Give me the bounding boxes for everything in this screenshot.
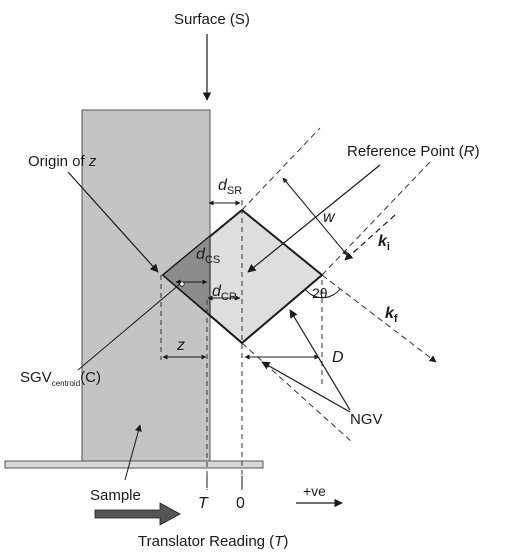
dsr-label: dSR xyxy=(218,177,242,197)
two-theta-label: 2θ xyxy=(312,285,328,301)
sample-motion-arrow xyxy=(94,502,181,526)
kf-label: kf xyxy=(385,305,398,325)
incident-beam-upper xyxy=(241,127,321,211)
zero-label: 0 xyxy=(236,495,245,512)
two-theta-arc xyxy=(304,288,341,299)
ngv-arrow-1 xyxy=(289,309,351,411)
reference-point-arrow xyxy=(247,164,381,273)
incident-beam-lower xyxy=(321,161,431,276)
ki-arrow xyxy=(344,214,396,261)
ngv-label: NGV xyxy=(350,411,383,428)
d-label: D xyxy=(332,349,344,366)
sample-stage-base xyxy=(4,460,264,469)
diffracted-beam xyxy=(321,274,437,363)
surface-label: Surface (S) xyxy=(174,11,250,28)
diffracted-beam-lower xyxy=(241,342,353,443)
ngv-arrow-2 xyxy=(261,361,351,413)
dcr-label: dCR xyxy=(212,283,237,303)
positive-label: +ve xyxy=(303,483,326,499)
reference-point-label: Reference Point (R) xyxy=(347,143,480,160)
sgv-centroid-label: SGVcentroid(C) xyxy=(20,369,101,388)
t-label: T xyxy=(198,495,209,512)
translator-reading-label: Translator Reading (T) xyxy=(138,533,288,550)
dcs-label: dCS xyxy=(196,246,220,266)
z-label: z xyxy=(176,337,185,354)
w-label: w xyxy=(323,209,336,226)
w-dimension-line xyxy=(282,177,348,256)
origin-of-z-label: Origin of z xyxy=(28,153,97,170)
sample-pointer xyxy=(124,424,142,481)
sample-label: Sample xyxy=(90,487,141,504)
ki-label: ki xyxy=(378,233,390,253)
sgv-pointer-line xyxy=(77,283,181,371)
sampled-gauge-volume xyxy=(162,234,211,317)
origin-of-z-arrow xyxy=(67,171,159,273)
centroid-dot xyxy=(179,281,185,287)
